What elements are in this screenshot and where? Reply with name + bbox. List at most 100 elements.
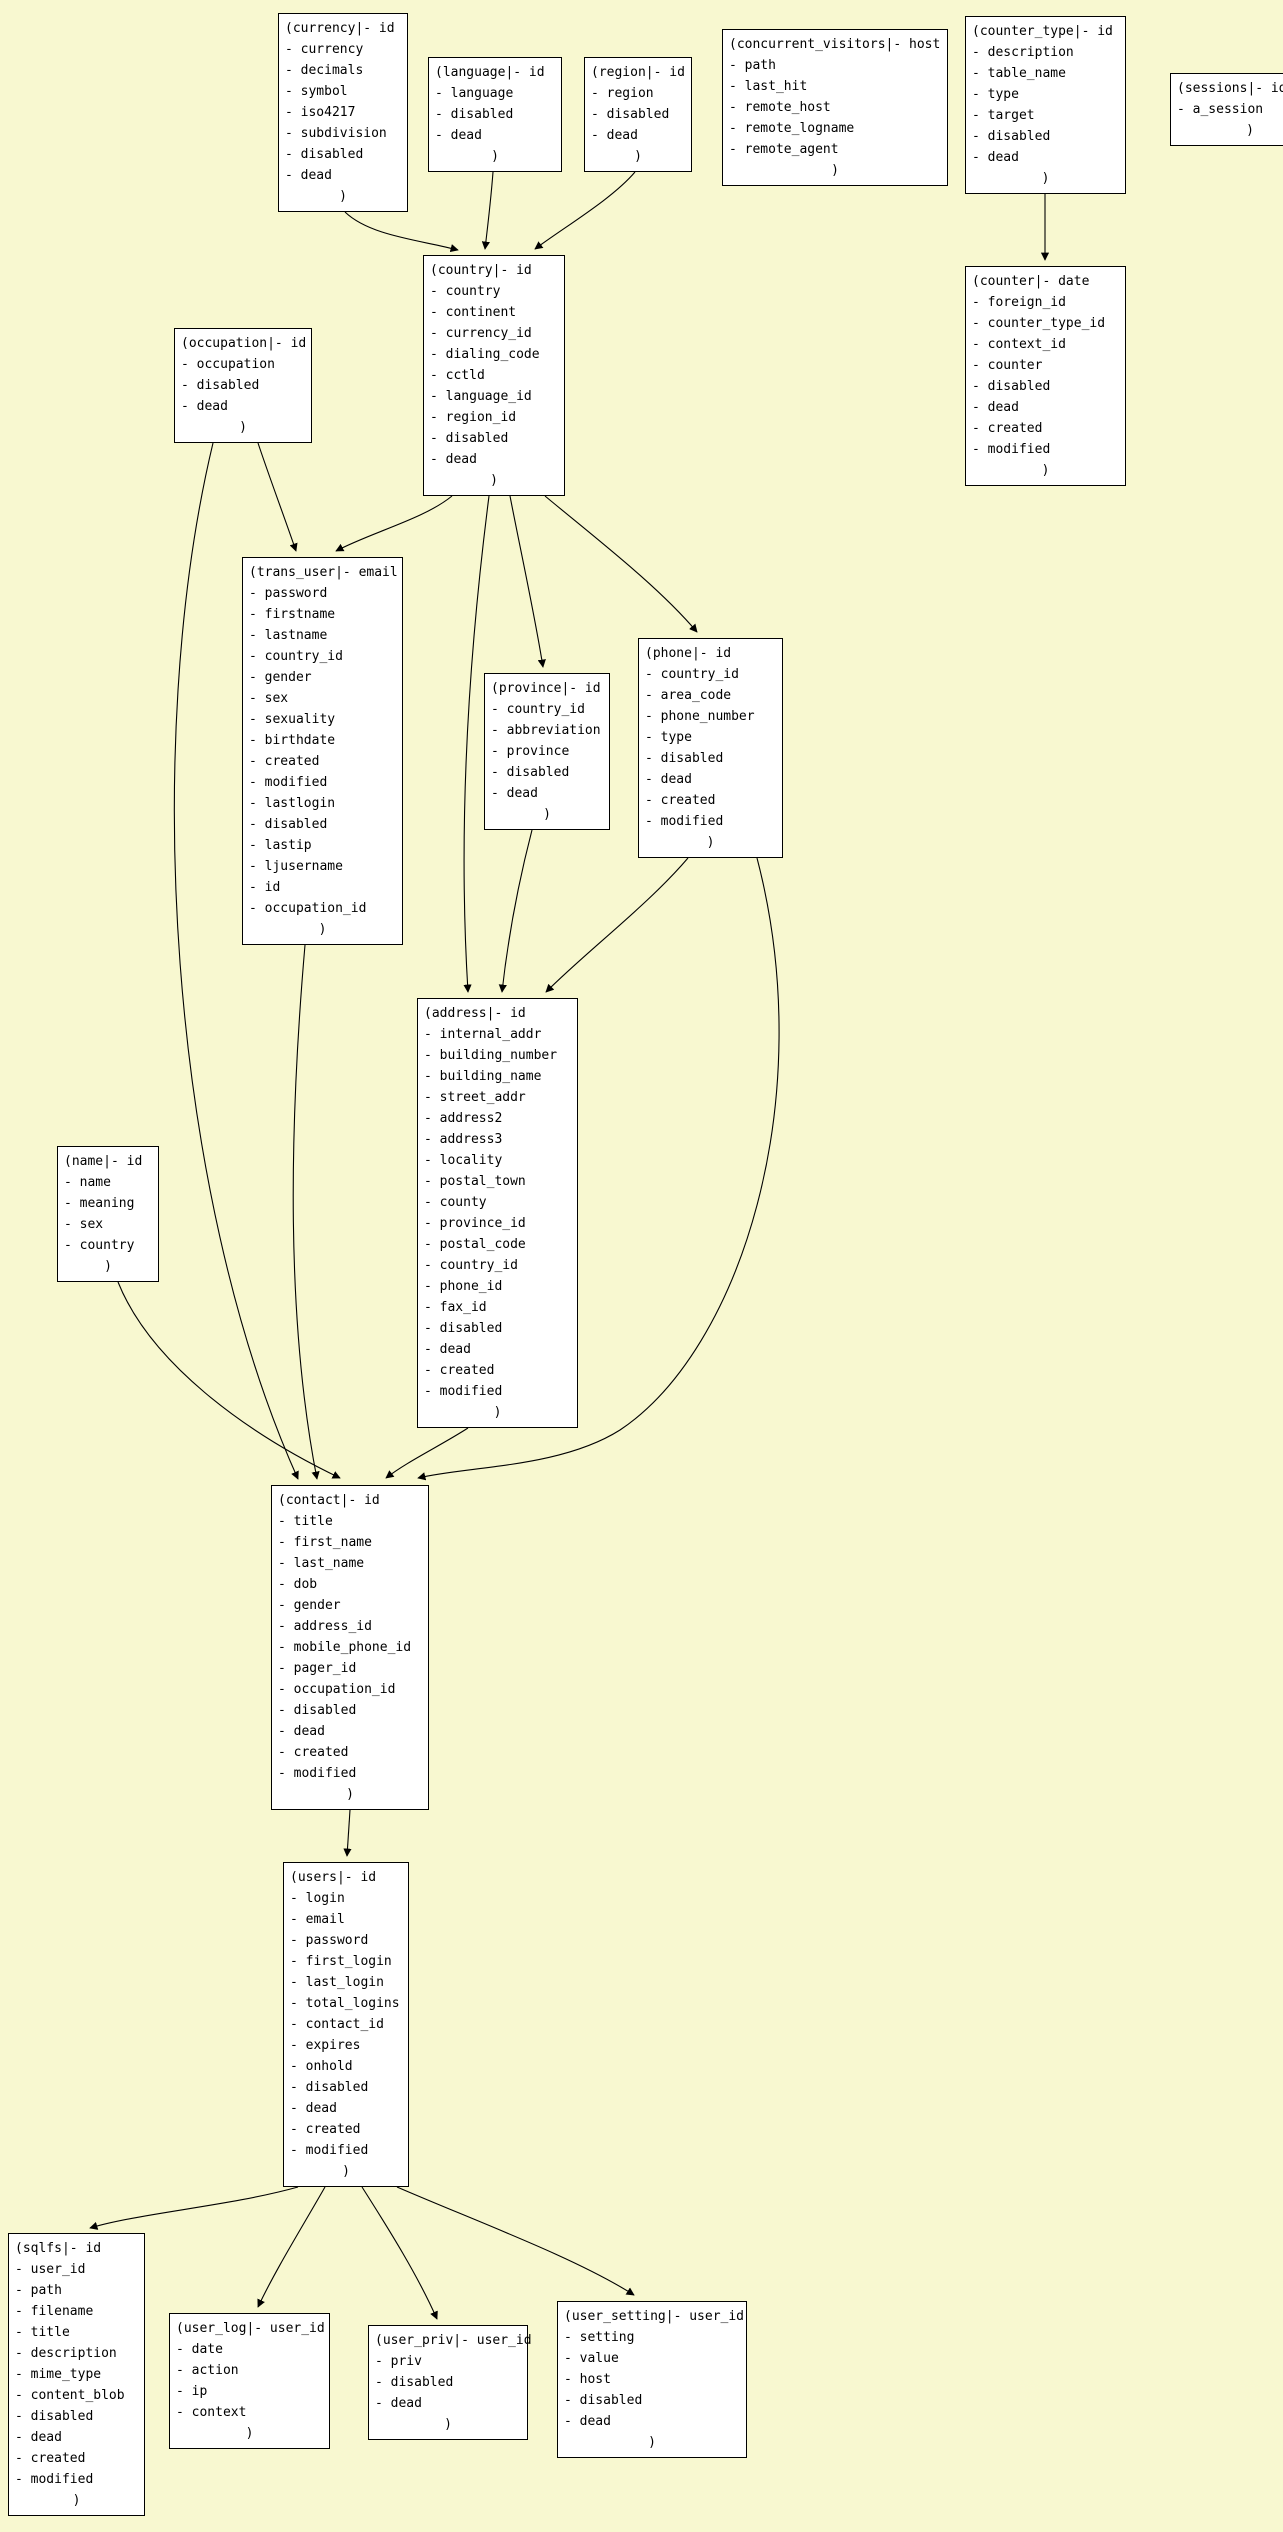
table-title-language: (language|- id (435, 65, 545, 80)
field-row: - modified (972, 442, 1051, 457)
field-row: - path (15, 2283, 62, 2298)
field-row: - password (249, 586, 328, 601)
field-row: - disabled (249, 817, 328, 832)
field-row: - foreign_id (972, 295, 1066, 310)
field-row: - abbreviation (491, 723, 601, 738)
field-row: - a_session (1177, 102, 1264, 117)
field-row: - remote_host (729, 100, 831, 115)
field-row: - dead (424, 1342, 471, 1357)
table-node-user_priv: (user_priv|- user_id- priv- disabled- de… (368, 2325, 532, 2440)
field-row: - remote_logname (729, 121, 855, 136)
field-row: - region (591, 86, 654, 101)
field-row: - country (64, 1238, 135, 1253)
field-row: - disabled (430, 431, 509, 446)
table-node-currency: (currency|- id- currency- decimals- symb… (278, 13, 408, 212)
close-paren: ) (239, 420, 247, 435)
field-row: - password (290, 1933, 369, 1948)
close-paren: ) (339, 189, 347, 204)
field-row: - dead (564, 2414, 611, 2429)
field-row: - cctld (430, 368, 485, 383)
field-row: - meaning (64, 1196, 135, 1211)
edge-country-phone (544, 495, 698, 633)
field-row: - subdivision (285, 126, 387, 141)
field-row: - type (645, 730, 692, 745)
table-title-counter_type: (counter_type|- id (972, 24, 1113, 39)
field-row: - gender (249, 670, 312, 685)
field-row: - occupation_id (278, 1682, 396, 1697)
field-row: - lastip (249, 838, 312, 853)
field-row: - locality (424, 1153, 503, 1168)
field-row: - phone_id (424, 1279, 503, 1294)
field-row: - postal_town (424, 1174, 526, 1189)
field-row: - dead (645, 772, 692, 787)
field-row: - country_id (491, 702, 585, 717)
table-node-country: (country|- id- country- continent- curre… (423, 255, 565, 496)
field-row: - disabled (972, 379, 1051, 394)
close-paren: ) (493, 1405, 502, 1420)
field-row: - country (430, 284, 501, 299)
field-row: - user_id (15, 2262, 86, 2277)
field-row: - type (972, 87, 1019, 102)
field-row: - phone_number (645, 709, 755, 724)
table-node-phone: (phone|- id- country_id- area_code- phon… (638, 638, 783, 858)
field-row: - continent (430, 305, 517, 320)
field-row: - building_number (424, 1048, 558, 1063)
edge-currency-country (344, 211, 459, 253)
field-row: - disabled (645, 751, 724, 766)
table-title-phone: (phone|- id (645, 646, 732, 661)
edge-users-sqlfs (89, 2186, 299, 2230)
field-row: - path (729, 58, 776, 73)
table-title-name: (name|- id (64, 1154, 143, 1169)
field-row: - disabled (435, 107, 514, 122)
table-node-user_log: (user_log|- user_id- date- action- ip- c… (169, 2313, 330, 2449)
field-row: - title (278, 1514, 333, 1529)
table-title-region: (region|- id (591, 65, 685, 80)
field-row: - counter (972, 358, 1043, 373)
field-row: - modified (424, 1384, 503, 1399)
edge-users-usersetting (396, 2186, 635, 2296)
field-row: - modified (15, 2472, 94, 2487)
field-row: - email (290, 1912, 345, 1927)
field-row: - disabled (972, 129, 1051, 144)
field-row: - ljusername (249, 859, 343, 874)
field-row: - filename (15, 2304, 94, 2319)
field-row: - host (564, 2372, 611, 2387)
table-title-user_setting: (user_setting|- user_id (564, 2309, 745, 2324)
field-row: - dead (435, 128, 482, 143)
field-row: - pager_id (278, 1661, 357, 1676)
field-row: - context (176, 2405, 247, 2420)
field-row: - created (249, 754, 320, 769)
field-row: - login (290, 1891, 345, 1906)
table-node-trans_user: (trans_user|- email- password- firstname… (242, 557, 403, 945)
field-row: - dead (375, 2396, 422, 2411)
table-node-language: (language|- id - language - disabled - dead… (428, 57, 562, 172)
field-row: - internal_addr (424, 1027, 542, 1042)
close-paren: ) (1041, 463, 1050, 478)
field-row: - occupation (181, 357, 275, 372)
field-row: - sexuality (249, 712, 336, 727)
close-paren: ) (72, 2493, 81, 2508)
field-row: - total_logins (290, 1996, 400, 2011)
table-node-users: (users|- id- login- email- password- fir… (283, 1862, 409, 2187)
field-row: - disabled (285, 147, 364, 162)
table-title-user_log: (user_log|- user_id (176, 2321, 325, 2336)
field-row: - context_id (972, 337, 1066, 352)
field-row: - disabled (278, 1703, 357, 1718)
close-paren: ) (346, 1787, 354, 1802)
field-row: - country_id (249, 649, 343, 664)
field-row: - currency (285, 42, 364, 57)
table-node-contact: (contact|- id- title- first_name- last_n… (271, 1485, 429, 1810)
edge-occupation-transuser (257, 442, 298, 552)
edge-language-country (481, 171, 494, 250)
field-row: - language (435, 86, 514, 101)
field-row: - counter_type_id (972, 316, 1106, 331)
table-title-province: (province|- id (491, 681, 601, 696)
field-row: - dead (181, 399, 228, 414)
field-row: - dead (285, 168, 332, 183)
table-title-country: (country|- id (430, 263, 532, 278)
field-row: - created (645, 793, 716, 808)
field-row: - decimals (285, 63, 364, 78)
table-title-users: (users|- id (290, 1870, 377, 1885)
edge-users-userlog (257, 2186, 326, 2308)
